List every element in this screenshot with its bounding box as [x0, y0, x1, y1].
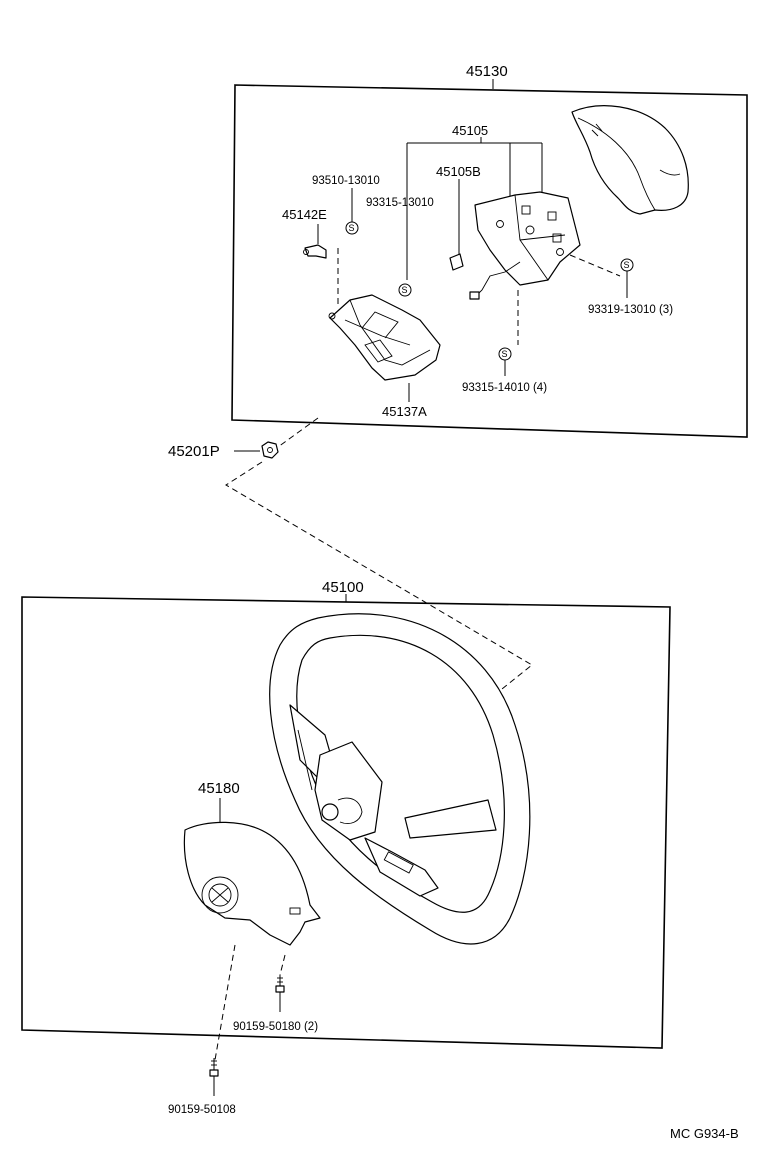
- label-45201P: 45201P: [168, 443, 220, 460]
- screw-symbol-93315-13010: S: [398, 283, 412, 297]
- label-45142E: 45142E: [282, 207, 327, 222]
- label-93315-13010: 93315-13010: [366, 197, 434, 209]
- pad-cover: [571, 105, 689, 215]
- screw-symbol-93510: S: [345, 221, 359, 235]
- svg-text:S: S: [402, 285, 408, 295]
- pad-assembly-frame: [231, 84, 748, 438]
- label-93510-13010: 93510-13010: [312, 175, 380, 187]
- screw-90159-50108: [209, 1058, 219, 1077]
- label-90159-50180: 90159-50180 (2): [233, 1021, 318, 1033]
- screw-90159-50180: [275, 975, 285, 993]
- label-45180: 45180: [198, 780, 240, 797]
- horn-contact-plate: [449, 191, 581, 300]
- label-93319-13010: 93319-13010 (3): [588, 304, 673, 316]
- clip-45142E: [303, 244, 327, 259]
- cover-45180: [183, 821, 321, 946]
- nut-45201P: [261, 441, 279, 459]
- label-45137A: 45137A: [382, 404, 427, 419]
- label-45105: 45105: [452, 123, 488, 138]
- label-93315-14010: 93315-14010 (4): [462, 382, 547, 394]
- wheel-assembly-frame: [21, 596, 671, 1049]
- label-90159-50108: 90159-50108: [168, 1104, 236, 1116]
- label-45130: 45130: [466, 63, 508, 80]
- label-45100: 45100: [322, 579, 364, 596]
- label-45105B: 45105B: [436, 164, 481, 179]
- screw-symbol-93315-14010: S: [498, 347, 512, 361]
- svg-text:S: S: [502, 349, 508, 359]
- diagram-code: MC G934-B: [670, 1126, 739, 1141]
- bracket-45137A: [328, 294, 441, 381]
- svg-text:S: S: [624, 260, 630, 270]
- steering-wheel: [269, 613, 531, 945]
- screw-symbol-93319: S: [620, 258, 634, 272]
- svg-text:S: S: [349, 223, 355, 233]
